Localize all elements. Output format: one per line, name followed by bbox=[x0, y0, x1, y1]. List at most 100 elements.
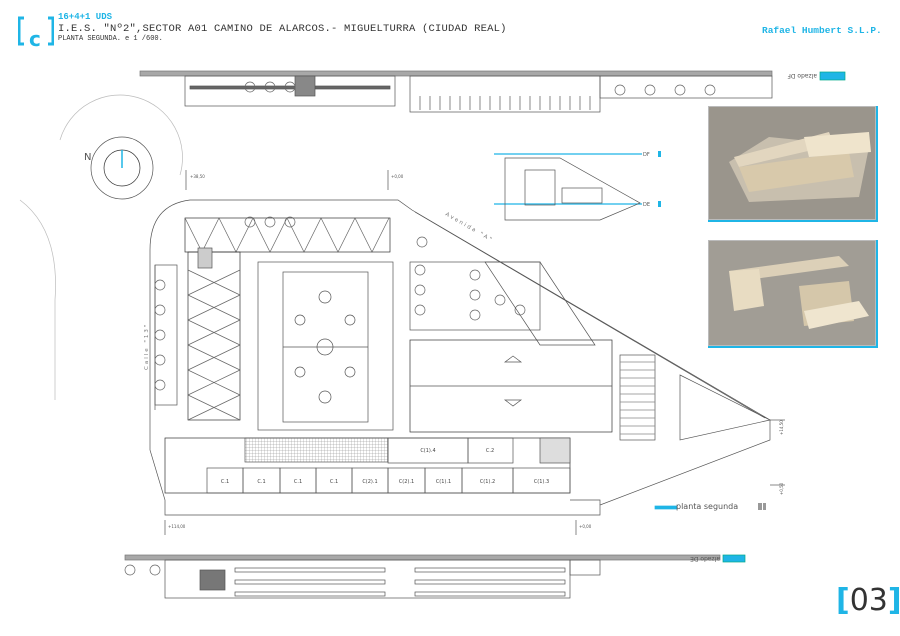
tree-icon bbox=[264, 81, 276, 93]
tree-icon bbox=[414, 264, 426, 276]
level-mark: +0,50 bbox=[779, 482, 784, 495]
truss-line bbox=[187, 394, 241, 421]
classroom-label: C.2 bbox=[486, 448, 494, 454]
elevation-window-band bbox=[234, 567, 386, 573]
model-gym bbox=[804, 301, 869, 329]
elevation-window-band bbox=[414, 591, 566, 597]
truss-line bbox=[354, 217, 390, 253]
drawing-subtitle: PLANTA SEGUNDA. bbox=[58, 35, 122, 43]
classroom-label: C(1).1 bbox=[436, 479, 451, 485]
elevation-ground-bar bbox=[139, 70, 773, 77]
elevation-window-band bbox=[414, 567, 566, 573]
road-curve bbox=[19, 199, 56, 400]
section-de-label: DE bbox=[643, 202, 650, 208]
elevation-block bbox=[164, 559, 571, 599]
classroom-label: C.1 bbox=[221, 479, 229, 485]
elevation-block bbox=[569, 559, 601, 576]
truss-line bbox=[252, 217, 288, 253]
level-mark: +0,00 bbox=[579, 524, 592, 529]
tree-icon bbox=[644, 84, 656, 96]
tree-icon bbox=[154, 379, 166, 391]
tree-icon bbox=[154, 279, 166, 291]
classroom bbox=[512, 467, 571, 494]
tree-icon bbox=[674, 84, 686, 96]
legend-label: planta segunda bbox=[676, 502, 739, 511]
elevation-df-swatch bbox=[819, 71, 846, 81]
section-df-label: DF bbox=[643, 152, 650, 158]
classroom-label: C(1).2 bbox=[480, 479, 495, 485]
classroom-label: C(1).4 bbox=[420, 448, 435, 454]
level-mark: +0,00 bbox=[391, 174, 404, 179]
project-title: I.E.S. "Nº2",SECTOR A01 CAMINO DE ALARCO… bbox=[58, 23, 507, 35]
triangle-plaza bbox=[679, 374, 772, 441]
key-plan-court bbox=[524, 169, 556, 206]
model-wing bbox=[729, 269, 764, 311]
level-mark: +14,50 bbox=[779, 420, 784, 435]
north-wing bbox=[184, 217, 391, 253]
truss-line bbox=[187, 369, 241, 396]
tree-icon bbox=[414, 284, 426, 296]
model-photo-1 bbox=[708, 106, 876, 220]
classroom-label: C(2).1 bbox=[362, 479, 377, 485]
elevation-block bbox=[184, 75, 396, 107]
model-gym bbox=[804, 132, 871, 157]
street-label: Calle "13" bbox=[144, 323, 150, 370]
tree-icon bbox=[124, 564, 136, 576]
truss-line bbox=[320, 217, 356, 253]
elevation-window-band bbox=[414, 579, 566, 585]
elevation-block bbox=[409, 75, 601, 113]
tree-icon bbox=[244, 81, 256, 93]
classroom-label: C(1).3 bbox=[534, 479, 549, 485]
tree-icon bbox=[494, 294, 506, 306]
model-photo-frame bbox=[708, 240, 878, 348]
elevation-window-band bbox=[234, 579, 386, 585]
tree-icon bbox=[469, 269, 481, 281]
tree-icon bbox=[284, 81, 296, 93]
tree-strip bbox=[154, 264, 178, 406]
tree-icon bbox=[154, 304, 166, 316]
tree-icon bbox=[154, 329, 166, 341]
elevation-band bbox=[189, 85, 391, 90]
elevation-dark-block bbox=[294, 75, 316, 97]
classroom-label: C(2).1 bbox=[399, 479, 414, 485]
classroom-label: C.1 bbox=[330, 479, 338, 485]
hatched-terrace bbox=[244, 437, 389, 463]
sheet-number: [03] bbox=[836, 583, 900, 618]
services-core bbox=[539, 437, 571, 464]
legend-swatch bbox=[654, 505, 678, 510]
firm-logo: c bbox=[18, 16, 54, 48]
key-plan-gym bbox=[561, 187, 603, 204]
truss-line bbox=[187, 269, 241, 296]
key-plan-outline bbox=[504, 157, 641, 221]
garden bbox=[409, 261, 541, 331]
tree-icon bbox=[414, 304, 426, 316]
court-center-circle bbox=[316, 338, 334, 356]
drawing-scale: e 1 /600. bbox=[125, 35, 163, 43]
level-mark: +114,00 bbox=[168, 524, 186, 529]
parking bbox=[619, 354, 656, 441]
avenue-edge bbox=[414, 211, 766, 419]
tree-icon bbox=[416, 236, 428, 248]
truss-line bbox=[187, 344, 241, 371]
north-outer-circle bbox=[90, 136, 154, 200]
elevation-dark-block bbox=[199, 569, 226, 591]
west-wing bbox=[187, 251, 241, 421]
tree-icon bbox=[704, 84, 716, 96]
tree-icon bbox=[469, 309, 481, 321]
model-photo-frame bbox=[708, 106, 878, 222]
garden-slope bbox=[484, 261, 596, 346]
tree-icon bbox=[614, 84, 626, 96]
truss-line bbox=[187, 319, 241, 346]
bottom-elevation bbox=[124, 554, 721, 599]
north-arrow bbox=[59, 94, 183, 200]
courtyard bbox=[257, 261, 394, 431]
classroom-label: C.1 bbox=[257, 479, 265, 485]
top-elevation bbox=[139, 70, 773, 113]
units-count: 16+4+1 UDS bbox=[58, 12, 113, 22]
roof-arrow-up bbox=[503, 355, 523, 363]
model-wing bbox=[739, 152, 854, 192]
tree-icon bbox=[264, 216, 276, 228]
tree-icon bbox=[244, 216, 256, 228]
north-label: N bbox=[84, 152, 91, 163]
